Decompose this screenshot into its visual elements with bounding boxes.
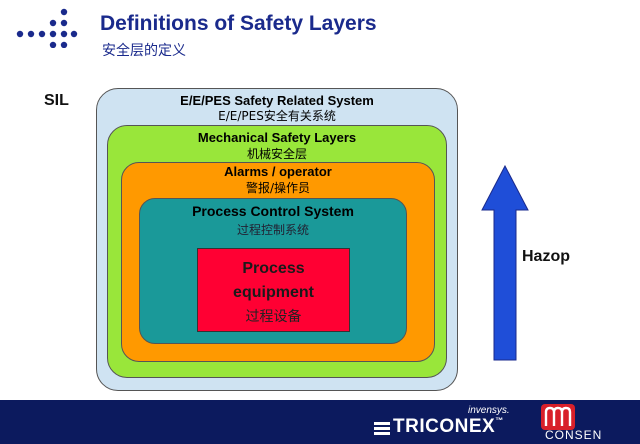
layer-alarms-label-zh: 警报/操作员	[245, 181, 311, 195]
layer-alarms-label-en: Alarms / operator	[224, 164, 332, 179]
up-arrow-icon	[481, 164, 529, 361]
process-equipment-box: Process equipment 过程设备	[197, 248, 350, 332]
core-label-zh: 过程设备	[245, 309, 302, 325]
consen-logo-icon	[541, 404, 575, 430]
layer-process-control-label-zh: 过程控制系统	[236, 223, 309, 237]
layer-mechanical-label-zh: 机械安全层	[246, 147, 307, 161]
footer-bar: invensys. TRICONEX™ CONSEN	[0, 400, 640, 444]
sil-label: SIL	[44, 92, 69, 109]
triconex-name: TRICONEX	[393, 416, 496, 437]
triconex-trademark: ™	[495, 416, 504, 425]
core-label-line1: Process	[242, 260, 305, 277]
layer-ee-pes-label-zh: E/E/PES安全有关系统	[218, 109, 336, 123]
invensys-label: invensys.	[468, 405, 510, 416]
layer-mechanical-label-en: Mechanical Safety Layers	[197, 130, 357, 145]
core-label-line2: equipment	[233, 284, 314, 301]
page-subtitle: 安全层的定义	[102, 43, 186, 59]
logo-dots-icon	[16, 8, 78, 48]
hazop-label: Hazop	[522, 248, 570, 265]
consen-label: CONSEN	[545, 428, 603, 442]
page-title: Definitions of Safety Layers	[100, 12, 377, 35]
layer-ee-pes-label-en: E/E/PES Safety Related System	[180, 93, 374, 108]
triconex-logo-icon	[374, 422, 390, 435]
layer-process-control-label-en: Process Control System	[192, 203, 354, 219]
triconex-label: TRICONEX™	[393, 416, 504, 438]
